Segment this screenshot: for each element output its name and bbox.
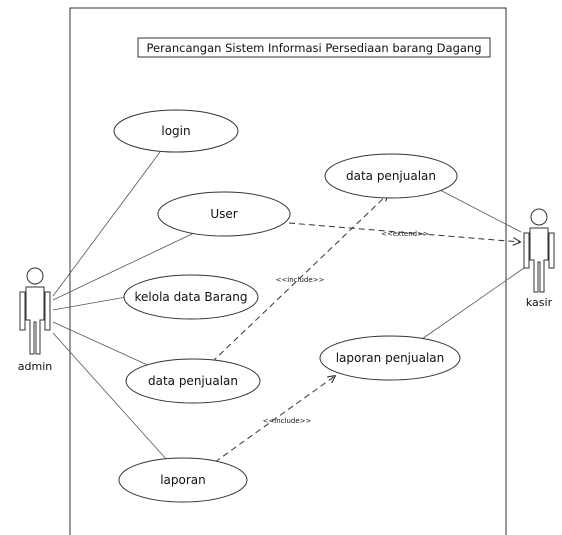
extend-label: <<extend>> bbox=[381, 230, 429, 238]
usecase-laporan-penjualan-label: laporan penjualan bbox=[336, 351, 445, 365]
diagram-title: Perancangan Sistem Informasi Persediaan … bbox=[137, 37, 491, 58]
kasir-associations bbox=[421, 189, 525, 340]
extend-relation: <<extend>> bbox=[288, 222, 520, 242]
actor-admin-right-arm bbox=[44, 291, 51, 331]
actor-kasir-head bbox=[530, 208, 548, 226]
actor-admin-head bbox=[26, 267, 44, 285]
actor-kasir[interactable] bbox=[523, 208, 555, 293]
usecase-kelola-label: kelola data Barang bbox=[134, 290, 247, 304]
include-relation-2: <<include>> bbox=[214, 376, 335, 463]
include-label-1: <<include>> bbox=[276, 276, 325, 284]
usecase-user-label: User bbox=[210, 207, 237, 221]
actor-kasir-right-arm bbox=[548, 232, 555, 269]
admin-associations bbox=[52, 151, 195, 461]
usecase-laporan-penjualan[interactable]: laporan penjualan bbox=[319, 335, 461, 381]
actor-admin[interactable] bbox=[19, 267, 51, 355]
actor-admin-label: admin bbox=[18, 360, 52, 373]
actor-admin-left-arm bbox=[19, 291, 26, 331]
actor-admin-body bbox=[25, 286, 45, 355]
actor-kasir-body bbox=[529, 227, 549, 293]
usecase-data-penjualan-kasir[interactable]: data penjualan bbox=[324, 153, 458, 199]
include-relation-1: <<include>> bbox=[211, 194, 388, 363]
usecase-user[interactable]: User bbox=[157, 191, 291, 237]
diagram-title-text: Perancangan Sistem Informasi Persediaan … bbox=[146, 41, 481, 55]
usecase-login[interactable]: login bbox=[113, 109, 239, 153]
include-label-2: <<include>> bbox=[263, 417, 312, 425]
usecase-laporan-label: laporan bbox=[160, 473, 206, 487]
usecase-data-penjualan-admin[interactable]: data penjualan bbox=[125, 358, 261, 404]
usecase-login-label: login bbox=[161, 124, 190, 138]
system-boundary bbox=[69, 7, 507, 535]
usecase-kelola-data-barang[interactable]: kelola data Barang bbox=[123, 274, 259, 320]
usecase-data-penjualan-admin-label: data penjualan bbox=[148, 374, 238, 388]
usecase-data-penjualan-kasir-label: data penjualan bbox=[346, 169, 436, 183]
usecase-laporan[interactable]: laporan bbox=[118, 457, 248, 503]
actor-kasir-label: kasir bbox=[526, 296, 553, 309]
actor-kasir-left-arm bbox=[523, 232, 530, 269]
